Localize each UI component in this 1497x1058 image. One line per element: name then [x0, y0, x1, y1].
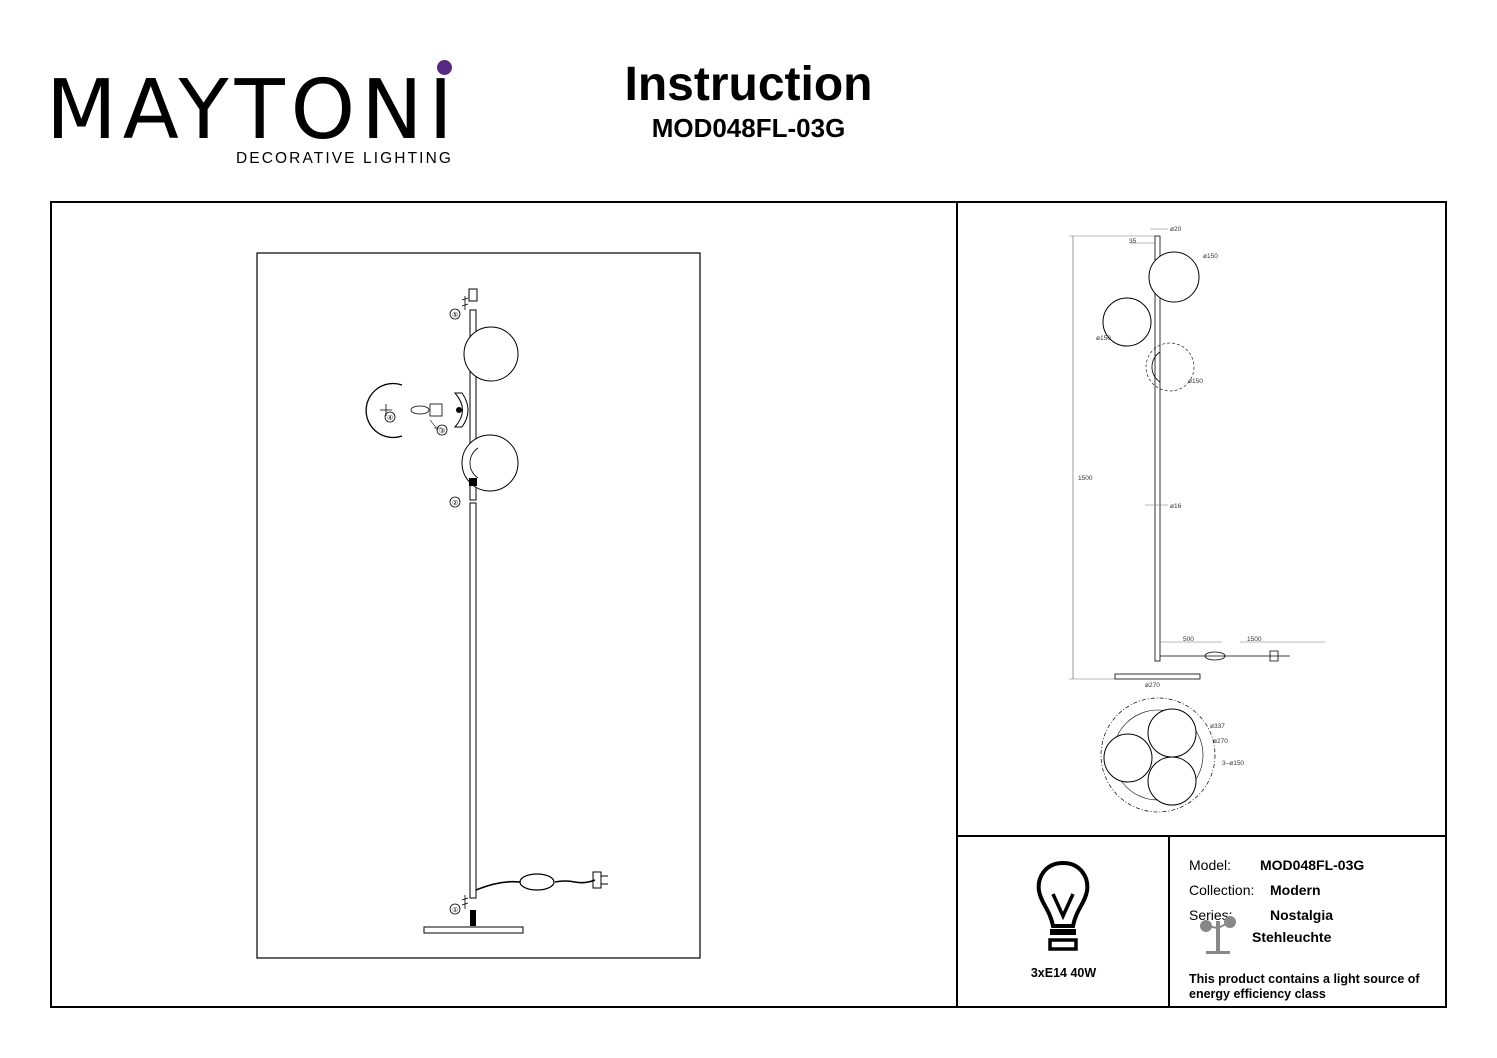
- light-bulb-icon: [1036, 860, 1090, 951]
- dim-cable-length: 1500: [1247, 636, 1262, 643]
- foot-switch: [519, 873, 555, 891]
- spec-series-key: Series:: [1189, 907, 1233, 923]
- spec-model-value: MOD048FL-03G: [1260, 857, 1365, 873]
- top-view-globe-2: [1103, 733, 1153, 783]
- dim-base-diameter: ø270: [1145, 682, 1160, 689]
- spec-collection-key: Collection:: [1189, 882, 1255, 898]
- bulb-exploded: [410, 405, 430, 415]
- dim-height: 1500: [1078, 475, 1093, 482]
- step-4: ④: [387, 414, 393, 422]
- energy-note: This product contains a light source of …: [1189, 972, 1420, 1001]
- frame-divider-vertical: [956, 202, 958, 1007]
- top-view-globe-3: [1147, 756, 1197, 806]
- dim-footprint-base: ø270: [1213, 738, 1228, 745]
- holder-cup: [453, 392, 469, 428]
- assembly-panel: [256, 252, 701, 959]
- globe-exploded: [365, 382, 403, 439]
- dim-top-offset: 35: [1129, 238, 1137, 245]
- spec-model-key: Model:: [1189, 857, 1232, 873]
- dim-globe-right-label: ø150: [1188, 378, 1203, 385]
- dim-footprint-outer: ø337: [1210, 723, 1225, 730]
- globe-top: [463, 326, 519, 382]
- pole-lower: [469, 502, 477, 899]
- top-view-outer: [1100, 697, 1216, 813]
- spec-series-value: Nostalgia: [1270, 907, 1334, 923]
- spec-divider: [1168, 836, 1170, 1007]
- spec-collection-value: Modern: [1270, 882, 1321, 898]
- plug-icon: [592, 871, 608, 889]
- frame-divider-horizontal: [957, 835, 1446, 837]
- lamp-base: [423, 926, 524, 934]
- dim-plug-icon: [1269, 650, 1279, 662]
- brand-tagline: DECORATIVE LIGHTING: [236, 150, 454, 167]
- top-cap: [468, 288, 478, 302]
- dim-globe-top: [1148, 251, 1200, 303]
- brand-logo: MAYTONI: [46, 58, 458, 170]
- dim-globe-left-label: ø150: [1096, 335, 1111, 342]
- document-title: Instruction: [624, 58, 873, 111]
- dim-switch-distance: 500: [1183, 636, 1194, 643]
- step-1: ①: [452, 906, 458, 914]
- top-view-globe-1: [1147, 708, 1197, 758]
- step-3: ③: [439, 427, 445, 435]
- dim-foot-switch: [1204, 651, 1226, 661]
- dim-globe-left: [1102, 297, 1152, 347]
- pole-upper: [469, 309, 477, 501]
- logo-dot-icon: [437, 60, 452, 75]
- dim-base: [1114, 673, 1201, 680]
- brand-name: MAYTONI: [46, 63, 459, 158]
- instruction-frame: [50, 201, 1447, 1008]
- floor-lamp-icon: [1200, 916, 1236, 954]
- spec-type-value: Stehleuchte: [1252, 929, 1332, 945]
- step-2: ②: [452, 499, 458, 507]
- dim-pole: [1154, 235, 1161, 662]
- document-model: MOD048FL-03G: [651, 113, 846, 143]
- socket-exploded: [429, 403, 443, 417]
- dim-globes-count: 3–ø150: [1222, 760, 1244, 767]
- screw-icon-lower: [461, 895, 469, 909]
- bulb-spec: 3xE14 40W: [1030, 966, 1097, 980]
- dim-pole-diameter: ø16: [1170, 503, 1182, 510]
- power-cable: [475, 879, 596, 891]
- screw-icon: [461, 296, 469, 310]
- dim-top-diameter: ø20: [1170, 226, 1182, 233]
- dim-globe-top-label: ø150: [1203, 253, 1218, 260]
- dim-globe-right: [1145, 342, 1195, 392]
- step-5: ⑤: [452, 311, 458, 319]
